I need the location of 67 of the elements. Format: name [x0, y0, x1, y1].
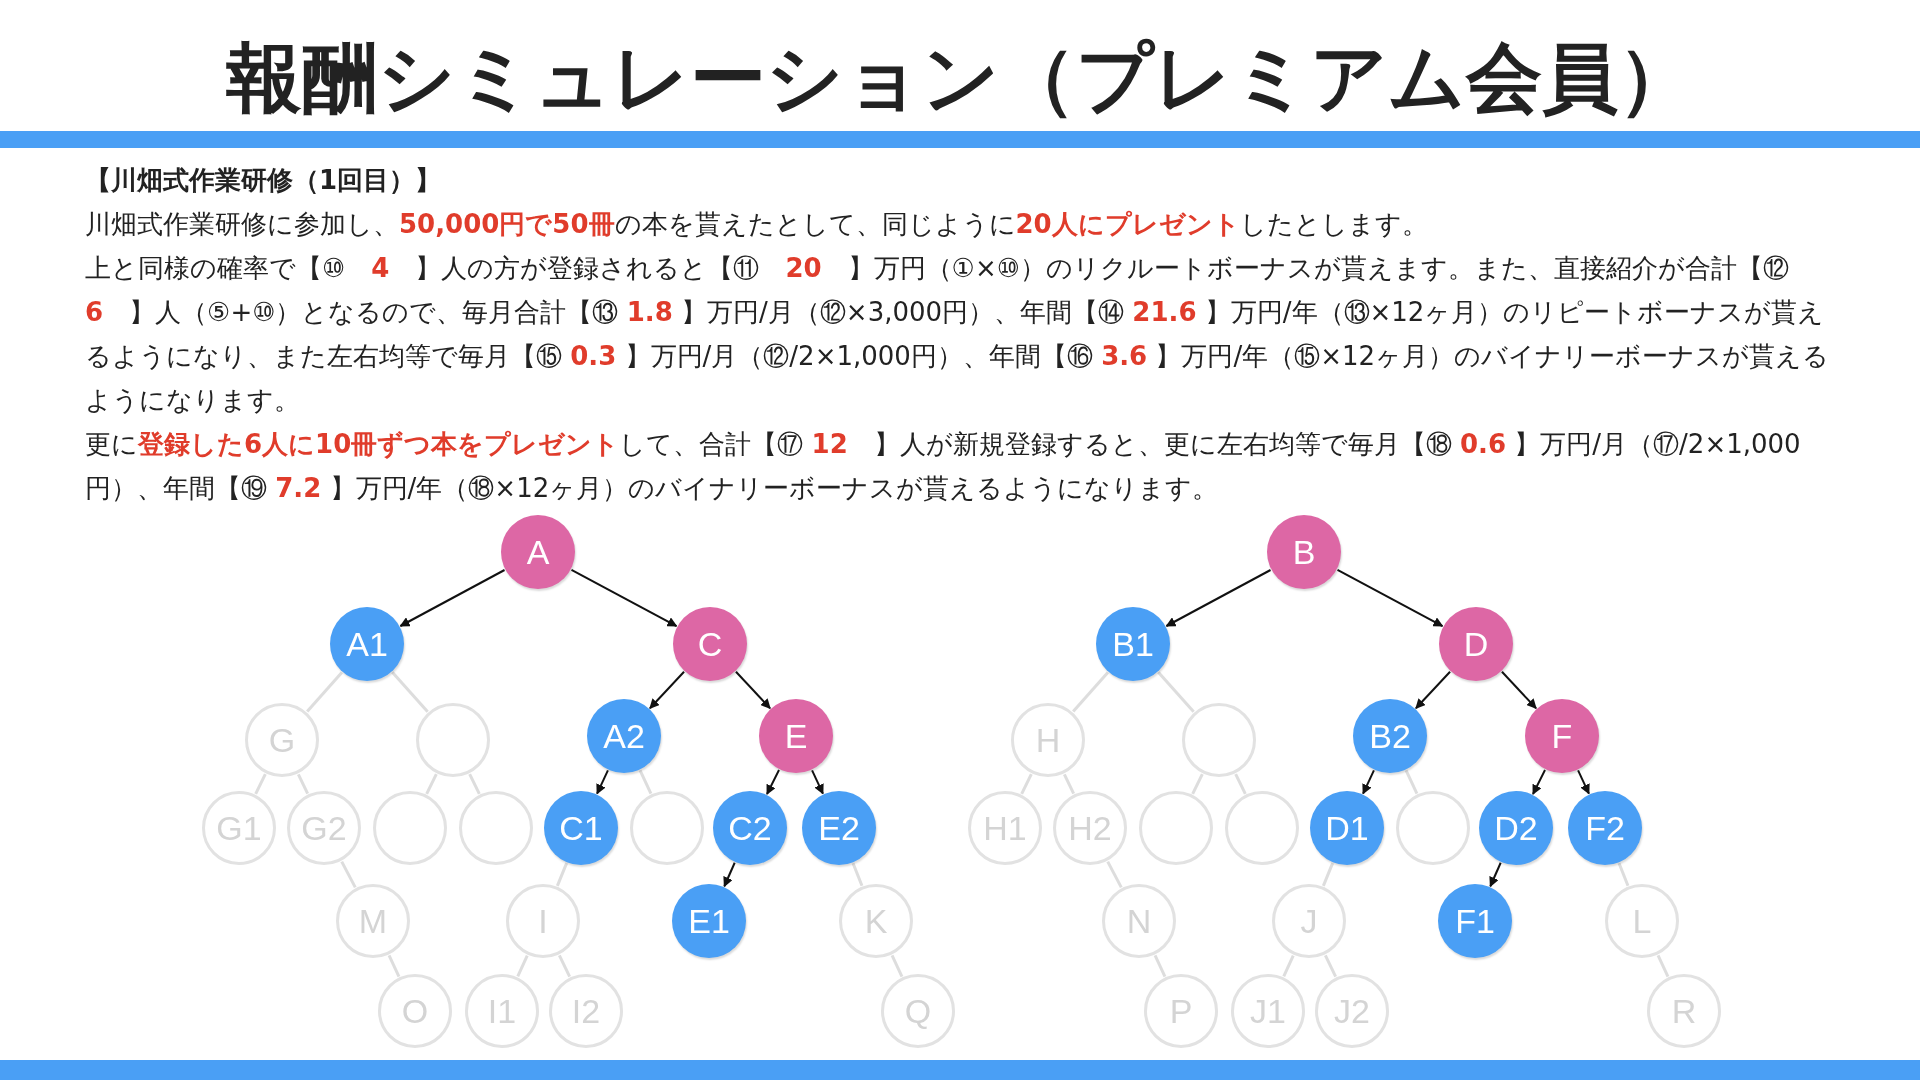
connector-line — [340, 860, 357, 889]
member-circle: C — [673, 607, 747, 681]
arrow — [723, 861, 736, 888]
member-circle: A1 — [330, 607, 404, 681]
member-circle: D2 — [1479, 791, 1553, 865]
member-circle: E1 — [672, 884, 746, 958]
connector-line — [387, 954, 401, 978]
connector-line — [1020, 773, 1033, 795]
paragraph: 更に登録した6人に10冊ずつ本をプレゼントして、合計【⑰ 12 】人が新規登録すると、更に左右均等で毎月【⑱ 0.6 】万円/月（⑰/2×1,000円）、年間【⑲ 7.2 】万円/年（⑱×12ヶ月）のバイナリーボーナスが貰えるようになります。 — [85, 428, 1802, 505]
connector-line — [1324, 954, 1337, 978]
arrow — [1500, 670, 1538, 710]
connector-line — [851, 862, 864, 887]
member-circle: E — [759, 699, 833, 773]
arrow — [811, 769, 824, 795]
member-circle: D — [1439, 607, 1513, 681]
section-heading: 【川畑式作業研修（1回目）】 — [85, 164, 442, 197]
connector-line — [297, 773, 309, 795]
member-circle: B2 — [1353, 699, 1427, 773]
connector-line — [391, 671, 429, 713]
connector-line — [1072, 671, 1109, 713]
connector-line — [1282, 954, 1295, 978]
arrow — [1532, 769, 1546, 795]
connector-line — [890, 954, 904, 978]
member-circle: F2 — [1568, 791, 1642, 865]
member-circle: B — [1267, 515, 1341, 589]
connector-line — [638, 769, 653, 795]
connector-line — [425, 773, 438, 795]
paragraph: 上と同様の確率で【⑩ 4 】人の方が登録されると【⑪ 20 】万円（①×⑩）のリクルートボーナスが貰えます。また、直接紹介が合計【⑫ 6 】人（⑤+⑩）となるので、毎月合計【⑬ 1.8 】万円/月（⑫×3,000円）、年間【⑭ 21.6 】万円/年（⑬×12ヶ月）のリピートボーナスが貰えるようになり、また左右均等で毎月【⑮ 0.3 】万円/月（⑫/2×1,000円）、年間【⑯ 3.6 】万円/年（⑮×12ヶ月）のバイナリーボーナスが貰えるようになります。 — [85, 252, 1831, 417]
connector-line — [1234, 773, 1247, 795]
arrow — [1577, 769, 1590, 795]
connector-line — [556, 862, 568, 887]
connector-line — [1191, 773, 1204, 795]
arrow — [570, 568, 678, 628]
connector-line — [468, 773, 481, 795]
connector-line — [516, 954, 529, 978]
member-circle: C2 — [713, 791, 787, 865]
connector-line — [1106, 860, 1123, 889]
connector-line — [1404, 769, 1419, 795]
member-circle: F — [1525, 699, 1599, 773]
arrow — [1414, 670, 1452, 710]
connector-line — [1153, 954, 1167, 978]
connector-line — [558, 954, 571, 978]
member-circle: A — [501, 515, 575, 589]
member-circle: D1 — [1310, 791, 1384, 865]
member-circle: C1 — [544, 791, 618, 865]
member-circle: B1 — [1096, 607, 1170, 681]
member-circle: E2 — [802, 791, 876, 865]
arrow — [1489, 861, 1502, 888]
member-circle: F1 — [1438, 884, 1512, 958]
connector-line — [1617, 862, 1630, 887]
arrow — [1336, 568, 1444, 628]
arrow — [1362, 769, 1375, 795]
arrow — [1165, 569, 1272, 627]
connector-line — [1157, 671, 1195, 713]
connector-line — [1063, 773, 1075, 795]
arrow — [399, 569, 506, 627]
connector-line — [1656, 954, 1670, 978]
connector-line — [306, 671, 343, 713]
paragraph: 川畑式作業研修に参加し、50,000円で50冊の本を貰えたとして、同じように20人にプレゼントしたとします。 — [85, 208, 1428, 241]
arrow — [648, 670, 686, 710]
arrow — [596, 769, 609, 795]
arrow — [766, 769, 780, 795]
connector-line — [1322, 862, 1334, 887]
connector-line — [254, 773, 267, 795]
title: 報酬シミュレーション（プレミアム会員） — [226, 33, 1694, 122]
member-circle: A2 — [587, 699, 661, 773]
arrow — [734, 670, 772, 710]
